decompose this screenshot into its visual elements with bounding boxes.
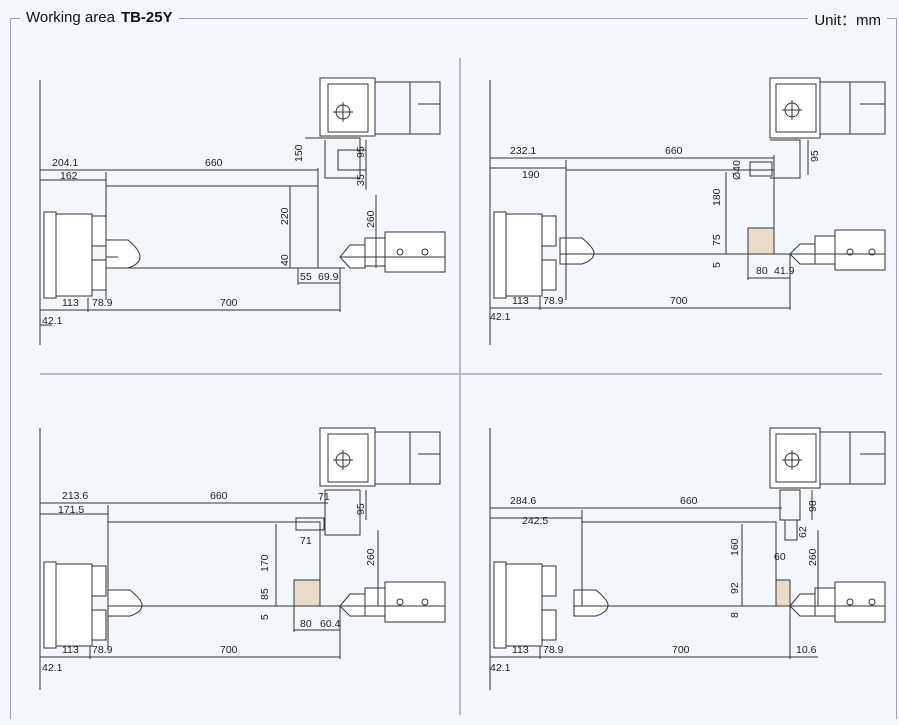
dim-8: 8 xyxy=(729,612,741,618)
dim-78-9: 78.9 xyxy=(92,297,113,309)
dim-78-9: 78.9 xyxy=(543,644,564,656)
dim-113: 113 xyxy=(62,297,79,309)
dim-78-9: 78.9 xyxy=(543,295,564,307)
dim-85: 85 xyxy=(259,588,271,600)
dim-113: 113 xyxy=(512,644,529,656)
dim-700: 700 xyxy=(220,644,238,656)
dim-113: 113 xyxy=(62,644,79,656)
dim-41-9: 41.9 xyxy=(774,265,795,277)
dim-700: 700 xyxy=(670,295,688,307)
dim-660: 660 xyxy=(210,490,228,502)
dim-55: 55 xyxy=(300,271,312,283)
dim-162: 162 xyxy=(60,170,78,182)
dim-42-1: 42.1 xyxy=(42,662,63,674)
dim-71: 71 xyxy=(300,535,312,547)
dim-660: 660 xyxy=(680,495,698,507)
dim-40: 40 xyxy=(279,254,291,266)
dim-700: 700 xyxy=(672,644,690,656)
dim-69-9: 69.9 xyxy=(318,271,339,283)
dim-92: 92 xyxy=(729,582,741,594)
dim-220: 220 xyxy=(279,207,291,225)
dim-60-4: 60.4 xyxy=(320,618,341,630)
dim-260: 260 xyxy=(365,548,377,566)
dim-dia-40: Ø40 xyxy=(731,160,743,180)
dim-5: 5 xyxy=(711,262,723,268)
vertical-divider xyxy=(459,58,461,715)
dim-660: 660 xyxy=(205,157,223,169)
dim-204-1: 204.1 xyxy=(52,157,78,169)
dim-113: 113 xyxy=(512,295,529,307)
dim-700: 700 xyxy=(220,297,238,309)
dim-62: 62 xyxy=(797,526,809,538)
dim-260: 260 xyxy=(807,548,819,566)
dim-5: 5 xyxy=(259,614,271,620)
dim-71-top: 71 xyxy=(318,491,330,503)
dim-660: 660 xyxy=(665,145,683,157)
horizontal-divider xyxy=(40,373,882,375)
dim-95: 95 xyxy=(355,503,367,515)
unit-label: Unit：mm xyxy=(808,9,887,30)
dim-80: 80 xyxy=(756,265,768,277)
dim-190: 190 xyxy=(522,169,540,181)
dim-78-9: 78.9 xyxy=(92,644,113,656)
dim-150: 150 xyxy=(293,144,305,162)
dim-42-1: 42.1 xyxy=(42,315,63,327)
working-area-frame xyxy=(10,18,897,719)
dim-95: 95 xyxy=(355,146,367,158)
dim-260: 260 xyxy=(365,210,377,228)
dim-180: 180 xyxy=(711,188,723,206)
dim-232-1: 232.1 xyxy=(510,145,536,157)
dim-171-5: 171.5 xyxy=(58,504,84,516)
dim-75: 75 xyxy=(711,234,723,246)
dim-35: 35 xyxy=(355,174,367,186)
dim-10-6: 10.6 xyxy=(796,644,817,656)
title-prefix: Working area xyxy=(26,9,115,26)
dim-80: 80 xyxy=(300,618,312,630)
dim-242-5: 242.5 xyxy=(522,515,548,527)
dim-60: 60 xyxy=(774,551,786,563)
dim-213-6: 213.6 xyxy=(62,490,88,502)
dim-42-1: 42.1 xyxy=(490,311,511,323)
diagram-title: Working area TB-25Y xyxy=(20,9,179,26)
dim-170: 170 xyxy=(259,554,271,572)
dim-42-1: 42.1 xyxy=(490,662,511,674)
dim-160: 160 xyxy=(729,538,741,556)
model-name: TB-25Y xyxy=(120,9,173,26)
dim-284-6: 284.6 xyxy=(510,495,536,507)
dim-98: 98 xyxy=(807,500,819,512)
dim-95: 95 xyxy=(809,150,821,162)
